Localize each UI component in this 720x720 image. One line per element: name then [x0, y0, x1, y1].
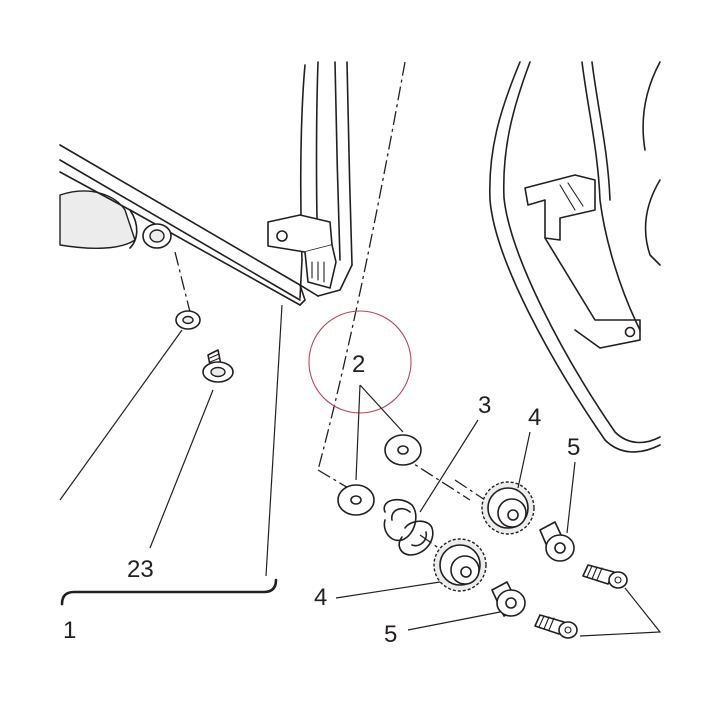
leader-lines [59, 304, 662, 637]
bushing-upper [539, 521, 575, 562]
label-5-lower: 5 [384, 621, 397, 648]
highlight-circle [308, 310, 412, 414]
label-2: 2 [352, 351, 365, 378]
assembly-bracket [60, 578, 278, 606]
label-4-lower: 4 [314, 584, 327, 611]
gear-lower [433, 538, 487, 592]
spring-clip-3 [383, 498, 434, 556]
bushing-lower [491, 581, 526, 617]
housing [488, 61, 661, 453]
label-5-upper: 5 [567, 434, 580, 461]
label-23: 23 [127, 556, 154, 583]
bolt-upper [582, 564, 628, 589]
bolt-lower [534, 614, 578, 639]
gear-upper [481, 481, 535, 535]
lamp-arm [59, 144, 319, 306]
washer-and-screw [175, 310, 234, 383]
label-4-upper: 4 [528, 404, 541, 431]
frame-upright [267, 61, 353, 299]
label-3: 3 [478, 392, 491, 419]
washers-2 [337, 434, 422, 516]
label-1: 1 [63, 617, 76, 644]
